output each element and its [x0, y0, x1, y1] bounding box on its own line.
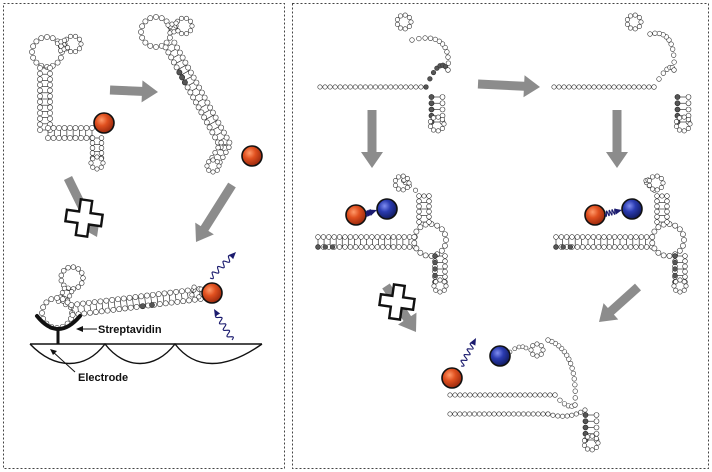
right-top-right-top-loop: [624, 12, 644, 32]
right-top-left-top-loop: [394, 12, 414, 32]
electrode-label: Electrode: [78, 372, 128, 384]
transition-arrows: [63, 75, 642, 332]
right-bottom-strand-lower: [447, 411, 551, 417]
cross-icon-left: [64, 198, 104, 238]
left-top-hairpin-loop: [29, 34, 65, 70]
arrow-left-top: [109, 80, 158, 103]
right-bottom-strand-upper: [447, 392, 558, 398]
right-mid-right-lower-loop: [671, 277, 689, 295]
left-top-right-red-bead: [241, 145, 263, 167]
right-top-left-strand: [317, 84, 429, 90]
right-top-left-upper-curve: [409, 35, 451, 73]
arrow-right-diagonal: [599, 283, 642, 322]
fluorophore-beads: [93, 112, 643, 389]
arrow-right-left-down: [361, 110, 383, 168]
left-top-hairpin-stem: [37, 65, 53, 133]
streptavidin-anchor: [35, 314, 82, 344]
right-bottom-top-loop: [528, 341, 546, 359]
left-bottom-stem: [68, 286, 204, 318]
streptavidin-label: Streptavidin: [98, 324, 162, 336]
right-bottom-hairpin-loop: [581, 433, 601, 453]
right-mid-right-red-bead: [584, 204, 606, 226]
right-top-left-curve: [423, 62, 451, 90]
electrode-pointer: [51, 350, 76, 373]
right-mid-left-loop: [411, 221, 449, 259]
arrow-left-diagonal: [195, 182, 236, 242]
photon-wave-icon-right-mid-right: [604, 208, 622, 217]
right-bottom-upper-curve: [545, 337, 578, 408]
left-top-hairpin-tail-loop: [88, 154, 106, 172]
right-mid-right-upper-stem: [654, 193, 670, 225]
arrow-right-top: [477, 75, 540, 98]
right-mid-left-red-bead: [345, 204, 367, 226]
right-top-left-hairpin-loop: [427, 114, 447, 134]
right-bottom-blue-bead: [489, 345, 511, 367]
right-top-right-curve: [651, 64, 677, 90]
cross-icon-right: [378, 283, 416, 321]
emission-waves: [209, 208, 622, 367]
right-panel: [292, 3, 709, 469]
photon-wave-icon-right-bottom: [460, 338, 476, 367]
right-mid-right-duplex: [553, 234, 655, 250]
left-top-right-stem: [162, 39, 233, 151]
left-top-right-branch: [165, 20, 181, 36]
right-bottom-red-bead: [441, 367, 463, 389]
left-panel: [3, 3, 285, 469]
left-top-hairpin-base: [45, 125, 95, 141]
right-mid-left-duplex: [315, 234, 418, 250]
left-top-right-tail-loop: [204, 157, 222, 175]
right-mid-left-blue-bead: [376, 198, 398, 220]
right-bottom-blue-linker: [507, 344, 529, 355]
left-top-hairpin-branch: [54, 37, 71, 54]
photon-wave-icon-left-emission: [209, 252, 236, 280]
nucleic-acid-strands: [29, 12, 693, 453]
right-top-right-strand: [551, 84, 657, 90]
right-top-right-upper-curve: [647, 30, 677, 73]
right-mid-right-top-loop: [646, 173, 666, 193]
photon-wave-icon-right-mid-left: [365, 209, 377, 217]
left-top-red-bead: [93, 112, 115, 134]
right-mid-left-lower-loop: [431, 277, 449, 295]
right-bottom-lower-joint: [545, 407, 588, 419]
electrode-surface: [29, 342, 263, 365]
right-mid-right-loop: [649, 221, 687, 259]
right-top-right-hairpin-loop: [673, 114, 693, 134]
right-mid-left-top-loop: [392, 173, 412, 193]
right-mid-left-upper-stem: [416, 193, 432, 225]
left-bottom-red-bead: [201, 282, 223, 304]
right-mid-right-blue-bead: [621, 198, 643, 220]
electrode-pointer-head: [50, 349, 57, 355]
left-bottom-stem-end: [189, 284, 204, 300]
photon-wave-icon-left-excitation: [214, 309, 234, 341]
arrow-right-right-down: [606, 110, 628, 168]
streptavidin-pointer-head: [76, 326, 83, 332]
